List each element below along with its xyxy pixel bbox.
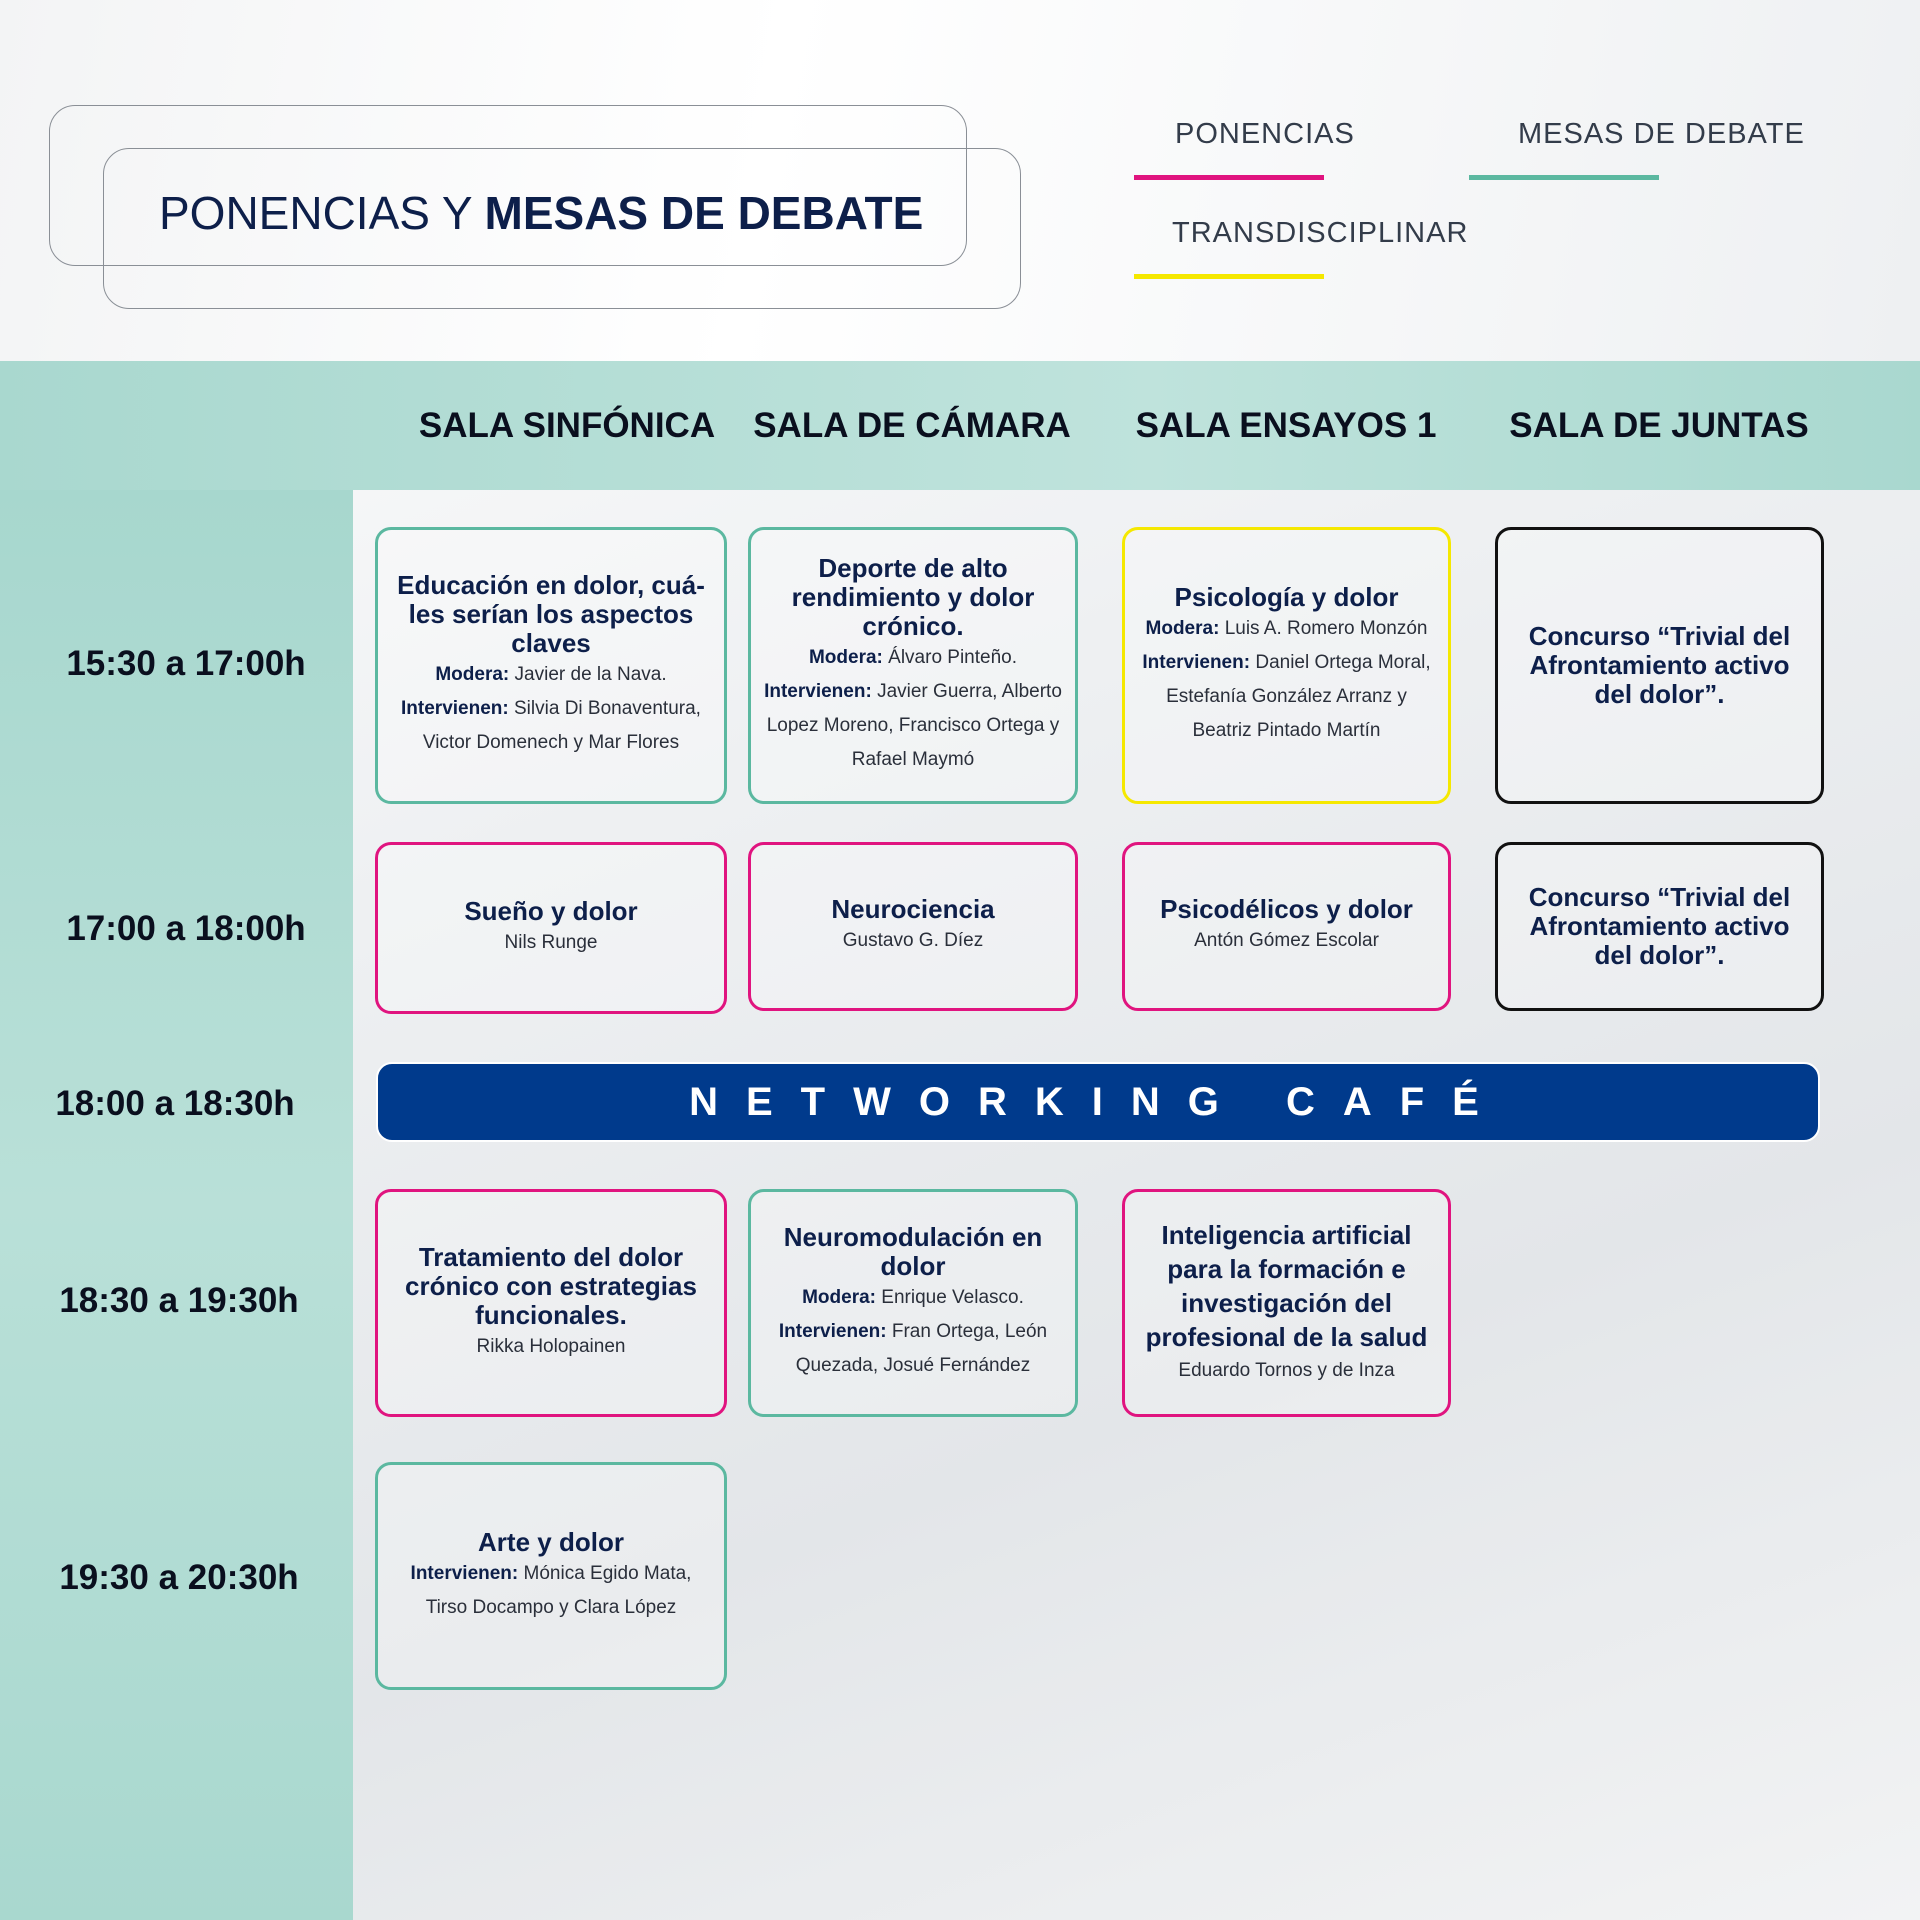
session-card: Psicología y dolor Modera: Luis A. Romer… (1122, 527, 1451, 804)
session-card: Psicodélicos y dolor Antón Gómez Escolar (1122, 842, 1451, 1011)
time-slot: 19:30 a 20:30h (59, 1558, 299, 1597)
time-slot: 15:30 a 17:00h (66, 644, 306, 683)
time-slot: 17:00 a 18:00h (66, 909, 306, 948)
session-title: Concurso “Trivial del Afrontamiento acti… (1528, 621, 1791, 709)
session-title: Deporte de alto rendimiento y dolor crón… (791, 553, 1035, 641)
session-card: Neuromodulación en dolor Modera: Enrique… (748, 1189, 1078, 1417)
session-speaker: Antón Gómez Escolar (1194, 930, 1379, 951)
session-speakers: Intervienen: Javier Guerra, Alberto Lope… (764, 681, 1062, 770)
room-header: SALA SINFÓNICA (418, 406, 716, 445)
session-moderator: Modera: Luis A. Romero Monzón (1145, 618, 1428, 639)
rooms-header-band (0, 361, 1920, 490)
legend-transdisciplinar-swatch (1134, 274, 1324, 279)
session-speakers: Intervienen: Daniel Ortega Moral, Estefa… (1142, 652, 1431, 741)
room-header: SALA DE CÁMARA (753, 406, 1071, 445)
times-column (0, 490, 353, 1920)
room-header: SALA ENSAYOS 1 (1135, 406, 1437, 445)
session-moderator: Modera: Javier de la Nava. (435, 664, 667, 685)
session-title: Concurso “Trivial del Afrontamiento acti… (1528, 882, 1791, 970)
session-card: Sueño y dolor Nils Runge (375, 842, 727, 1014)
legend-ponencias-swatch (1134, 175, 1324, 180)
session-title: Educación en dolor, cuá-les serían los a… (397, 570, 705, 658)
session-card: Concurso “Trivial del Afrontamiento acti… (1495, 842, 1824, 1011)
session-card: Arte y dolor Intervienen: Mónica Egido M… (375, 1462, 727, 1690)
title-frame-front (103, 148, 1021, 309)
session-title: Tratamiento del dolor crónico con estrat… (405, 1241, 697, 1330)
session-title: Neuromodulación en dolor (783, 1222, 1043, 1281)
session-title: Psicodélicos y dolor (1160, 894, 1413, 924)
title-frame-back (49, 105, 967, 266)
session-card: Tratamiento del dolor crónico con estrat… (375, 1189, 727, 1417)
session-card: Neurociencia Gustavo G. Díez (748, 842, 1078, 1011)
legend-mesas: MESAS DE DEBATE (1518, 118, 1805, 150)
session-speaker: Nils Runge (504, 931, 598, 953)
session-card: Concurso “Trivial del Afrontamiento acti… (1495, 527, 1824, 804)
session-moderator: Modera: Enrique Velasco. (802, 1287, 1024, 1308)
session-speaker: Gustavo G. Díez (842, 930, 984, 951)
session-title: Psicología y dolor (1174, 582, 1399, 612)
session-title: Sueño y dolor (464, 895, 638, 926)
room-header: SALA DE JUNTAS (1509, 406, 1809, 445)
session-card: Inteligencia artificial para la formació… (1122, 1189, 1451, 1417)
page-title: PONENCIAS Y MESAS DE DEBATE (159, 187, 924, 239)
session-title: Inteligencia artificial para la formació… (1145, 1220, 1428, 1352)
session-speaker: Rikka Holopainen (476, 1335, 626, 1357)
networking-cafe-banner: NETWORKING CAFÉ (376, 1062, 1820, 1142)
session-speaker: Eduardo Tornos y de Inza (1178, 1360, 1395, 1381)
header-background (0, 0, 1920, 361)
session-card: Deporte de alto rendimiento y dolor crón… (748, 527, 1078, 804)
time-slot: 18:30 a 19:30h (59, 1281, 299, 1320)
time-slot: 18:00 a 18:30h (55, 1084, 295, 1123)
session-speakers: Intervienen: Mónica Egido Mata, Tirso Do… (410, 1562, 692, 1618)
session-speakers: Intervienen: Silvia Di Bonaventura, Vict… (401, 698, 701, 753)
legend-ponencias: PONENCIAS (1175, 118, 1355, 150)
legend-transdisciplinar: TRANSDISCIPLINAR (1172, 217, 1469, 249)
session-title: Arte y dolor (478, 1526, 624, 1557)
session-speakers: Intervienen: Fran Ortega, León Quezada, … (778, 1321, 1048, 1376)
legend-mesas-swatch (1469, 175, 1659, 180)
session-card: Educación en dolor, cuá-les serían los a… (375, 527, 727, 804)
session-title: Neurociencia (831, 894, 995, 924)
session-moderator: Modera: Álvaro Pinteño. (808, 647, 1018, 668)
